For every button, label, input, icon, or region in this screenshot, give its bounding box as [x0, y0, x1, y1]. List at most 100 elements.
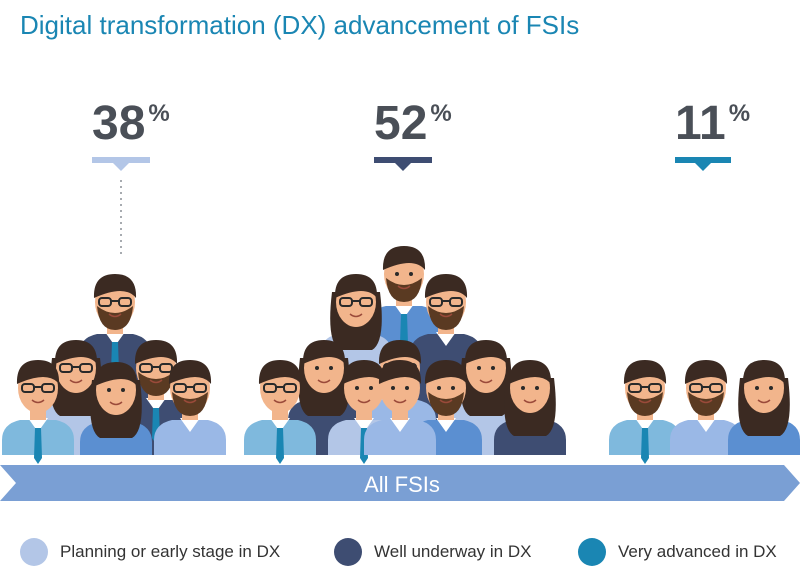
person-mouth	[439, 399, 453, 404]
person-eye	[315, 366, 319, 370]
person-hair	[93, 274, 137, 298]
person-eye	[535, 386, 539, 390]
person-hair	[382, 246, 426, 270]
person-shirt	[364, 420, 436, 455]
person-mouth	[108, 313, 122, 318]
person-mouth	[397, 285, 411, 290]
person-hair	[623, 360, 667, 384]
arrow-shape	[0, 465, 800, 501]
person-eye	[121, 388, 125, 392]
legend-label: Very advanced in DX	[618, 542, 777, 561]
legend-item-planning: Planning or early stage in DX	[20, 537, 280, 567]
person-eye	[329, 366, 333, 370]
person	[364, 360, 436, 455]
legend-label: Well underway in DX	[374, 542, 532, 561]
person	[154, 360, 226, 455]
percent-value: 11	[675, 97, 726, 150]
person	[80, 362, 152, 455]
person-beard	[688, 392, 724, 416]
person-beard	[627, 392, 663, 416]
person-collar	[635, 418, 655, 432]
person-eye	[409, 272, 413, 276]
person-mouth	[699, 399, 713, 404]
percent-value: 52	[374, 97, 428, 150]
marker-advanced	[675, 157, 731, 171]
person-eye	[369, 386, 373, 390]
person-eye	[451, 386, 455, 390]
person-collar	[105, 332, 125, 346]
person-hair	[424, 274, 468, 298]
arrow-label: All FSIs	[364, 472, 440, 497]
person-eye	[391, 386, 395, 390]
percent-sign: %	[148, 100, 170, 127]
person-beard	[386, 278, 422, 302]
person-mouth	[149, 379, 163, 384]
legend-swatch	[334, 538, 362, 566]
person-beard	[428, 392, 464, 416]
person-hair	[342, 360, 386, 384]
marker-chevron	[113, 163, 129, 171]
tie-icon	[276, 428, 284, 464]
person-collar	[270, 418, 290, 432]
person-eye	[355, 386, 359, 390]
person-eye	[491, 366, 495, 370]
person-mouth	[357, 399, 371, 404]
person-collar	[354, 418, 374, 432]
marker-bar	[92, 157, 150, 163]
person-eye	[437, 386, 441, 390]
person	[494, 360, 566, 455]
marker-planning	[92, 157, 150, 171]
person-hair	[168, 360, 212, 384]
person-mouth	[479, 379, 493, 384]
people-pictogram	[2, 157, 800, 464]
percent-planning: 38%	[92, 100, 170, 148]
person-eye	[395, 272, 399, 276]
legend-label: Planning or early stage in DX	[60, 542, 281, 561]
person-hair	[378, 340, 422, 364]
person-mouth	[31, 399, 45, 404]
person-mouth	[69, 379, 83, 384]
marker-chevron	[695, 163, 711, 171]
person-collar	[180, 418, 200, 432]
legend-swatch	[578, 538, 606, 566]
person-beard	[97, 306, 133, 330]
person-hair	[134, 340, 178, 364]
person-mouth	[393, 399, 407, 404]
person-hair	[16, 360, 60, 384]
marker-bar	[374, 157, 432, 163]
percent-value: 38	[92, 97, 146, 150]
person-mouth	[183, 399, 197, 404]
person-mouth	[349, 313, 363, 318]
tie-icon	[34, 428, 42, 464]
person-collar	[436, 418, 456, 432]
tie-icon	[641, 428, 649, 464]
person-hair	[742, 360, 786, 384]
person-mouth	[638, 399, 652, 404]
person-hair	[302, 340, 346, 364]
percent-advanced: 11%	[675, 100, 750, 148]
person-eye	[769, 386, 773, 390]
person-shirt	[154, 420, 226, 455]
person	[2, 360, 74, 464]
percent-sign: %	[430, 100, 452, 127]
person-mouth	[439, 313, 453, 318]
marker-bar	[675, 157, 731, 163]
person-mouth	[523, 399, 537, 404]
person	[244, 360, 316, 464]
person-hair	[378, 360, 422, 384]
person-eye	[521, 386, 525, 390]
person-shirt	[670, 420, 742, 455]
person-mouth	[317, 379, 331, 384]
person-collar	[146, 398, 166, 412]
person	[609, 360, 681, 464]
chart-title: Digital transformation (DX) advancement …	[20, 10, 580, 40]
person-collar	[394, 304, 414, 318]
legend-item-underway: Well underway in DX	[334, 537, 531, 567]
person-collar	[696, 418, 716, 432]
person-mouth	[109, 401, 123, 406]
person-beard	[172, 392, 208, 416]
person-eye	[755, 386, 759, 390]
person-beard	[428, 306, 464, 330]
marker-chevron	[395, 163, 411, 171]
person-hair	[258, 360, 302, 384]
